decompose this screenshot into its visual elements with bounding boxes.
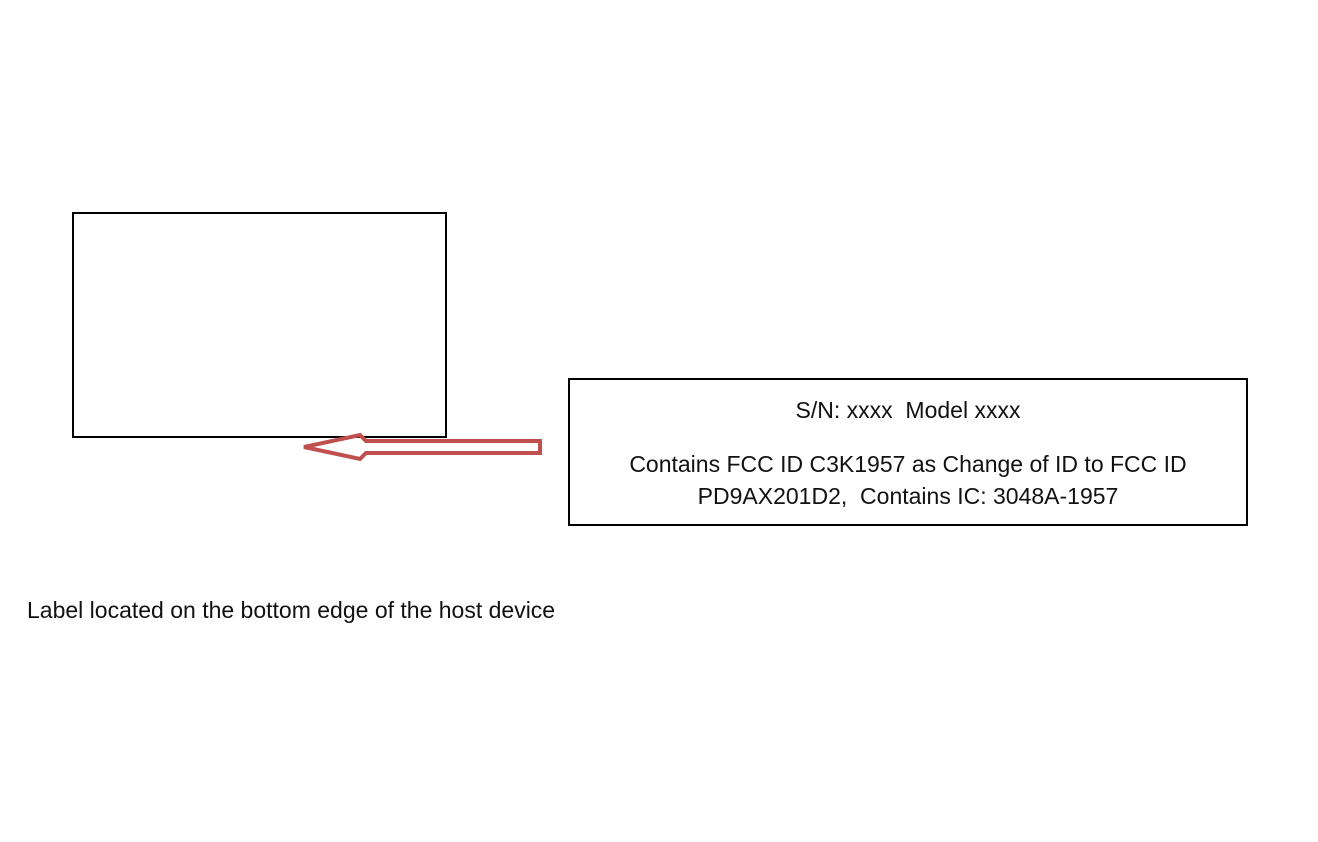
fcc-id-text: Contains FCC ID C3K1957 as Change of ID …	[570, 448, 1246, 512]
label-location-caption: Label located on the bottom edge of the …	[27, 597, 556, 623]
pointer-arrow	[303, 432, 542, 462]
serial-model-line: S/N: xxxx Model xxxx	[795, 397, 1021, 423]
host-device-outline	[72, 212, 447, 438]
product-label: S/N: xxxx Model xxxx Contains FCC ID C3K…	[568, 378, 1248, 526]
fcc-id-line-1: Contains FCC ID C3K1957 as Change of ID …	[629, 451, 1187, 477]
fcc-id-line-2: PD9AX201D2, Contains IC: 3048A-1957	[697, 483, 1119, 509]
